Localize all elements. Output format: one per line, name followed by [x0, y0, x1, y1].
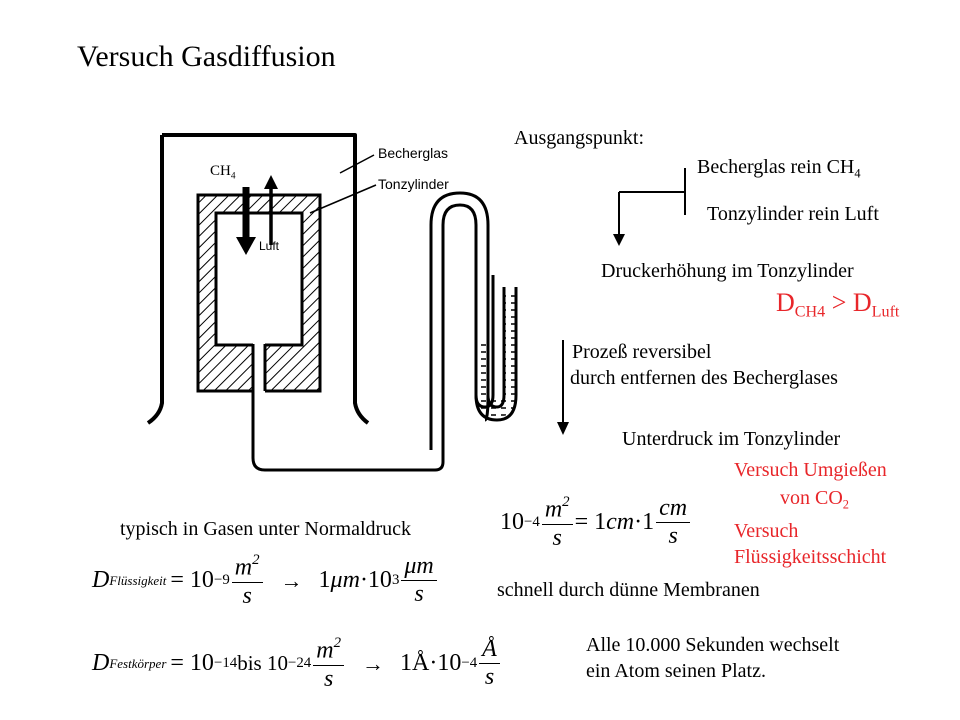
label-luft: Luft — [259, 239, 280, 253]
beaker-outline — [146, 133, 370, 425]
label-ch4: CH4 — [210, 163, 236, 182]
start-becherglas: Becherglas rein CH4 — [697, 156, 861, 181]
reversal-result: Unterdruck im Tonzylinder — [622, 428, 841, 450]
luft-arrow — [264, 175, 278, 189]
experiment-fluessig-line2: Flüssigkeitsschicht — [734, 546, 887, 568]
page-title: Versuch Gasdiffusion — [77, 40, 336, 73]
diffusion-relation: DCH4 > DLuft — [776, 288, 900, 321]
solid-note-line1: Alle 10.000 Sekunden wechselt — [586, 634, 840, 656]
experiment-umgiessen-line1: Versuch Umgießen — [734, 459, 887, 481]
diffusion-apparatus-diagram: Becherglas Tonzylinder Luft — [146, 133, 518, 472]
experiment-umgiessen-line2: von CO2 — [780, 487, 849, 512]
reversal-line1: Prozeß reversibel — [572, 341, 712, 363]
label-tonzylinder: Tonzylinder — [378, 176, 449, 192]
start-heading: Ausgangspunkt: — [514, 127, 644, 149]
gas-caption: typisch in Gasen unter Normaldruck — [120, 518, 412, 540]
solid-note-line2: ein Atom seinen Platz. — [586, 660, 766, 682]
label-becherglas: Becherglas — [378, 145, 448, 161]
manometer-liquid-left — [477, 340, 487, 400]
experiment-fluessig-line1: Versuch — [734, 520, 799, 542]
reversal-arrow — [557, 340, 569, 435]
liquid-note: schnell durch dünne Membranen — [497, 579, 760, 601]
manometer-liquid-right — [505, 290, 515, 400]
ch4-arrow — [236, 237, 256, 255]
reversal-line2: durch entfernen des Becherglases — [570, 367, 838, 389]
start-result: Druckerhöhung im Tonzylinder — [601, 260, 854, 282]
start-tonzylinder: Tonzylinder rein Luft — [707, 203, 879, 225]
bracket-arrow — [613, 168, 686, 246]
